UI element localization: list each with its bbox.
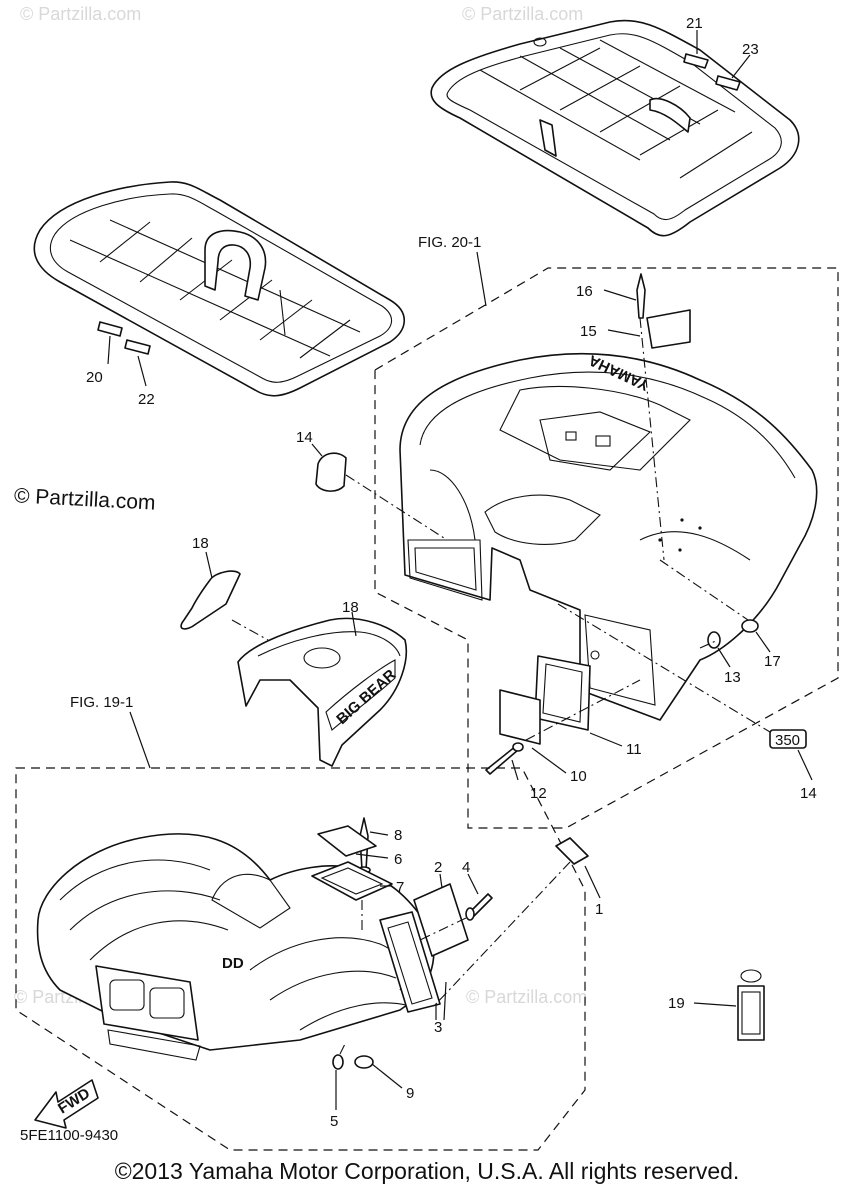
grommet-5 — [332, 1054, 344, 1070]
grommet-9 — [354, 1055, 374, 1069]
callout-11: 11 — [626, 741, 642, 758]
callout-21: 21 — [686, 15, 703, 32]
grommet-13 — [707, 631, 721, 649]
fwd-arrow: FWD — [34, 1079, 99, 1129]
decal-22 — [124, 339, 151, 355]
callout-19: 19 — [668, 995, 685, 1012]
emblem-14-left — [315, 452, 347, 492]
fig-ref-rear: FIG. 20-1 — [418, 234, 481, 251]
rear-fender-group-boundary — [374, 267, 839, 829]
headlight-housing — [95, 965, 199, 1041]
decal-20 — [97, 321, 123, 337]
badge-350-text: 350 — [775, 732, 800, 749]
drawing-code: 5FE1100-9430 — [20, 1127, 118, 1144]
callout-18-right: 18 — [342, 599, 359, 616]
callout-2: 2 — [434, 859, 442, 876]
callout-8: 8 — [394, 827, 402, 844]
grommet-17 — [741, 619, 759, 633]
callout-23: 23 — [742, 41, 759, 58]
callout-1: 1 — [595, 901, 603, 918]
plate-6 — [317, 825, 377, 857]
callout-6: 6 — [394, 851, 402, 868]
decal-21 — [683, 53, 709, 69]
callout-4: 4 — [462, 859, 470, 876]
callout-3: 3 — [434, 1019, 442, 1036]
plate-15 — [646, 309, 691, 349]
callout-5: 5 — [330, 1113, 338, 1130]
front-carrier — [33, 181, 406, 397]
front-fender-group-boundary — [15, 767, 586, 1151]
watermark-top-center: © Partzilla.com — [462, 4, 583, 24]
callout-16: 16 — [576, 283, 593, 300]
watermark-top-left: © Partzilla.com — [20, 4, 141, 24]
callout-13: 13 — [724, 669, 741, 686]
callout-20: 20 — [86, 369, 103, 386]
callout-14-left: 14 — [296, 429, 313, 446]
fig-ref-front: FIG. 19-1 — [70, 694, 133, 711]
rear-fender — [399, 352, 818, 721]
gasket-7 — [311, 861, 393, 901]
callout-18-left: 18 — [192, 535, 209, 552]
callout-22: 22 — [138, 391, 155, 408]
callout-12: 12 — [530, 785, 547, 802]
side-cover — [237, 617, 407, 767]
decal-23 — [715, 75, 741, 91]
callout-17: 17 — [764, 653, 781, 670]
callout-9: 9 — [406, 1085, 414, 1102]
watermark-lower-mid: © Partzilla.com — [466, 987, 587, 1007]
callout-15: 15 — [580, 323, 597, 340]
fender-dots — [658, 518, 702, 552]
callout-14-right: 14 — [800, 785, 817, 802]
callout-10: 10 — [570, 768, 587, 785]
copyright-footer: ©2013 Yamaha Motor Corporation, U.S.A. A… — [114, 1158, 740, 1184]
housing-3 — [379, 911, 441, 1013]
tail-light-lens-10 — [499, 689, 541, 745]
emblem-14-right — [769, 729, 807, 749]
callout-7: 7 — [396, 879, 404, 896]
tag-19 — [737, 969, 765, 1041]
decal-1 — [555, 837, 589, 865]
side-cover-decal-18 — [180, 570, 241, 630]
fender-emboss: DD — [222, 955, 244, 972]
pin-16 — [636, 273, 646, 319]
front-fender: DD — [36, 833, 435, 1061]
rear-carrier — [430, 19, 800, 237]
tail-light-gasket-11 — [534, 655, 591, 731]
screw-12 — [485, 745, 519, 775]
